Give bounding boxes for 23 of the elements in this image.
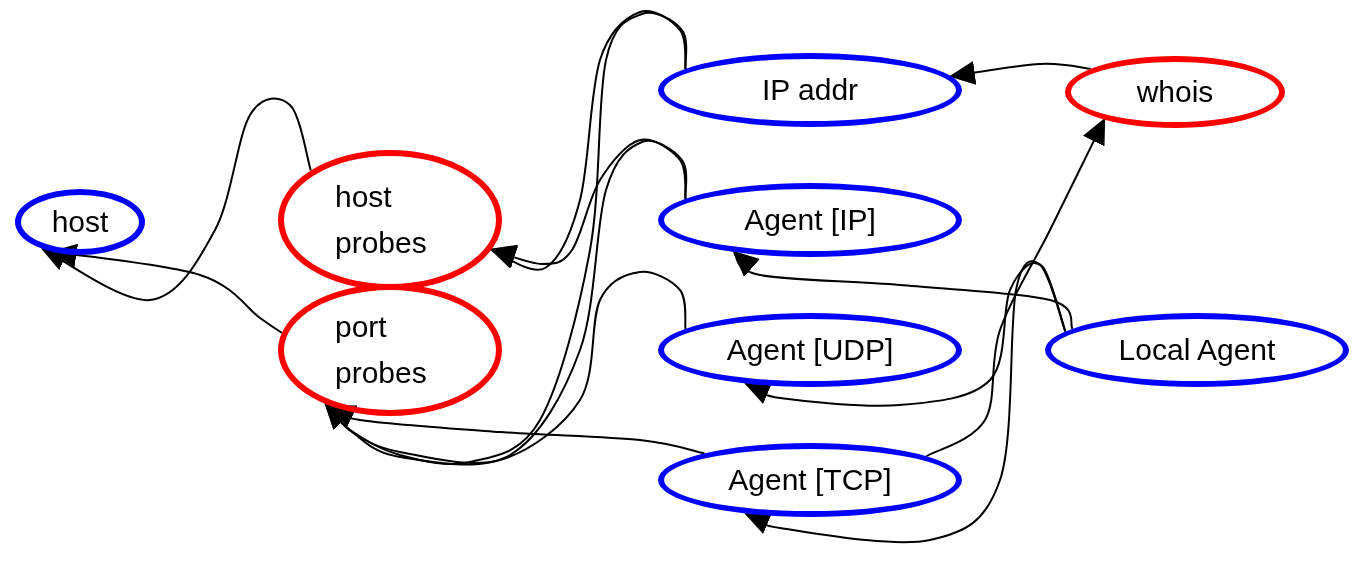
arrow xyxy=(489,138,687,269)
ellipse-node xyxy=(658,183,962,257)
ellipse-node xyxy=(658,53,962,127)
node-label: IP addr xyxy=(761,72,859,108)
arrow xyxy=(948,60,1092,85)
ellipse-node xyxy=(15,189,145,255)
ellipse-node xyxy=(1045,313,1349,387)
node-label: Local Agent xyxy=(1118,332,1276,368)
node-label: Agent [TCP] xyxy=(728,462,892,498)
ellipse-node xyxy=(658,313,962,387)
arrow xyxy=(324,270,687,465)
arrow xyxy=(40,97,312,301)
node-label: host xyxy=(51,204,109,240)
node-label: Agent [IP] xyxy=(744,202,876,238)
node-label: whois xyxy=(1136,74,1214,110)
arrow xyxy=(925,117,1106,458)
node-label: Agent [UDP] xyxy=(726,332,894,368)
ellipse-node xyxy=(278,284,502,416)
ellipse-node xyxy=(658,443,962,517)
ellipse-node xyxy=(1065,56,1285,128)
arrow xyxy=(732,250,1074,330)
node-label: port probes xyxy=(335,309,428,391)
node-label: host probes xyxy=(335,179,428,261)
